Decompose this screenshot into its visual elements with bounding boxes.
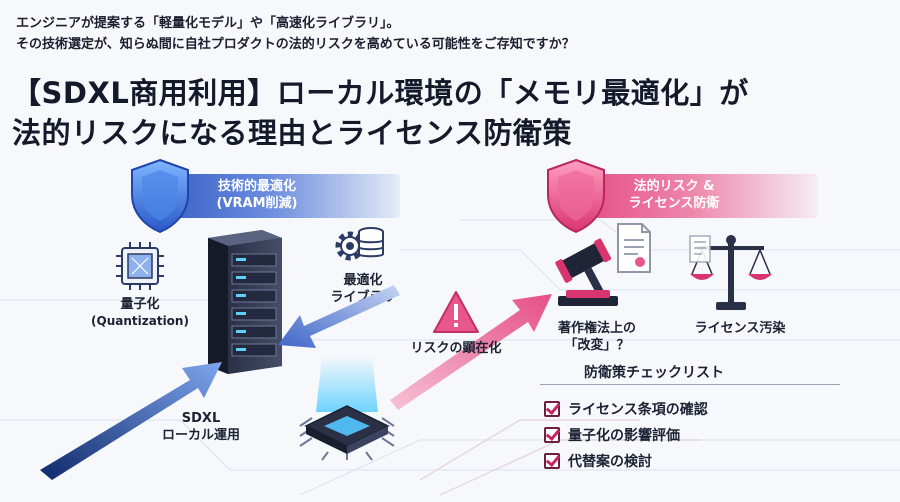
page-title-line2: 法的リスクになる理由とライセンス防衛策 (12, 116, 572, 150)
technical-optimization-banner (168, 174, 400, 218)
checkbox-checked-icon (544, 453, 560, 469)
cpu-chip-icon (299, 356, 395, 461)
checklist-item: ライセンス条項の確認 (544, 398, 708, 420)
sdxl-local-line2: ローカル運用 (161, 428, 240, 443)
checklist-item-text: 量子化の影響評価 (568, 428, 680, 444)
risk-materialization-label: リスクの顕在化 (410, 341, 502, 356)
technical-banner-line2: (VRAM削減) (216, 196, 298, 211)
database-icon (358, 227, 384, 258)
gavel-icon (555, 238, 618, 306)
legal-banner-line1: 法的リスク & (633, 179, 715, 194)
library-arrow (278, 285, 400, 348)
copyright-line2: 「改変」？ (564, 338, 630, 353)
pink-shield-icon (547, 158, 605, 234)
license-contamination-label: ライセンス汚染 (694, 321, 786, 336)
checklist-item: 量子化の影響評価 (544, 424, 680, 446)
copyright-line1: 著作権法上の (557, 321, 636, 336)
checkbox-checked-icon (544, 401, 560, 417)
bottom-left-arrow (40, 362, 222, 480)
technical-banner-text: 技術的最適化 (VRAM削減) (202, 178, 312, 212)
checkbox-checked-icon (544, 427, 560, 443)
copyright-modification-label: 著作権法上の 「改変」？ (542, 320, 652, 354)
chip-icon (116, 242, 164, 290)
sdxl-local-label: SDXL ローカル運用 (146, 410, 256, 444)
checklist-title: 防衛策チェックリスト (584, 365, 724, 381)
risk-arrow (390, 294, 552, 410)
lead-text-line1: エンジニアが提案する「軽量化モデル」や「高速化ライブラリ」。 (16, 16, 400, 31)
quantization-label: 量子化 (Quantization) (78, 296, 202, 330)
technical-banner-line1: 技術的最適化 (217, 179, 296, 194)
lead-text-line2: その技術選定が、知らぬ間に自社プロダクトの法的リスクを高めている可能性をご存知で… (16, 37, 575, 52)
page-title-line1: 【SDXL商用利用】ローカル環境の「メモリ最適化」が (12, 76, 749, 110)
optimization-library-line1: 最適化 (343, 273, 383, 288)
checklist-item-text: 代替案の検討 (568, 454, 652, 470)
blue-shield-icon (131, 158, 189, 234)
quantization-line2: (Quantization) (91, 314, 189, 328)
scales-icon (689, 235, 772, 310)
legal-banner-text: 法的リスク & ライセンス防衛 (612, 178, 736, 212)
server-icon (208, 230, 282, 374)
quantization-line1: 量子化 (120, 297, 160, 312)
checklist-divider (540, 384, 840, 385)
legal-banner-line2: ライセンス防衛 (628, 196, 720, 211)
sdxl-local-line1: SDXL (181, 411, 221, 426)
checklist-item-text: ライセンス条項の確認 (568, 402, 708, 418)
checklist-item: 代替案の検討 (544, 450, 652, 472)
legal-risk-banner (586, 174, 818, 218)
document-icon (617, 223, 651, 273)
warning-icon (433, 291, 479, 333)
